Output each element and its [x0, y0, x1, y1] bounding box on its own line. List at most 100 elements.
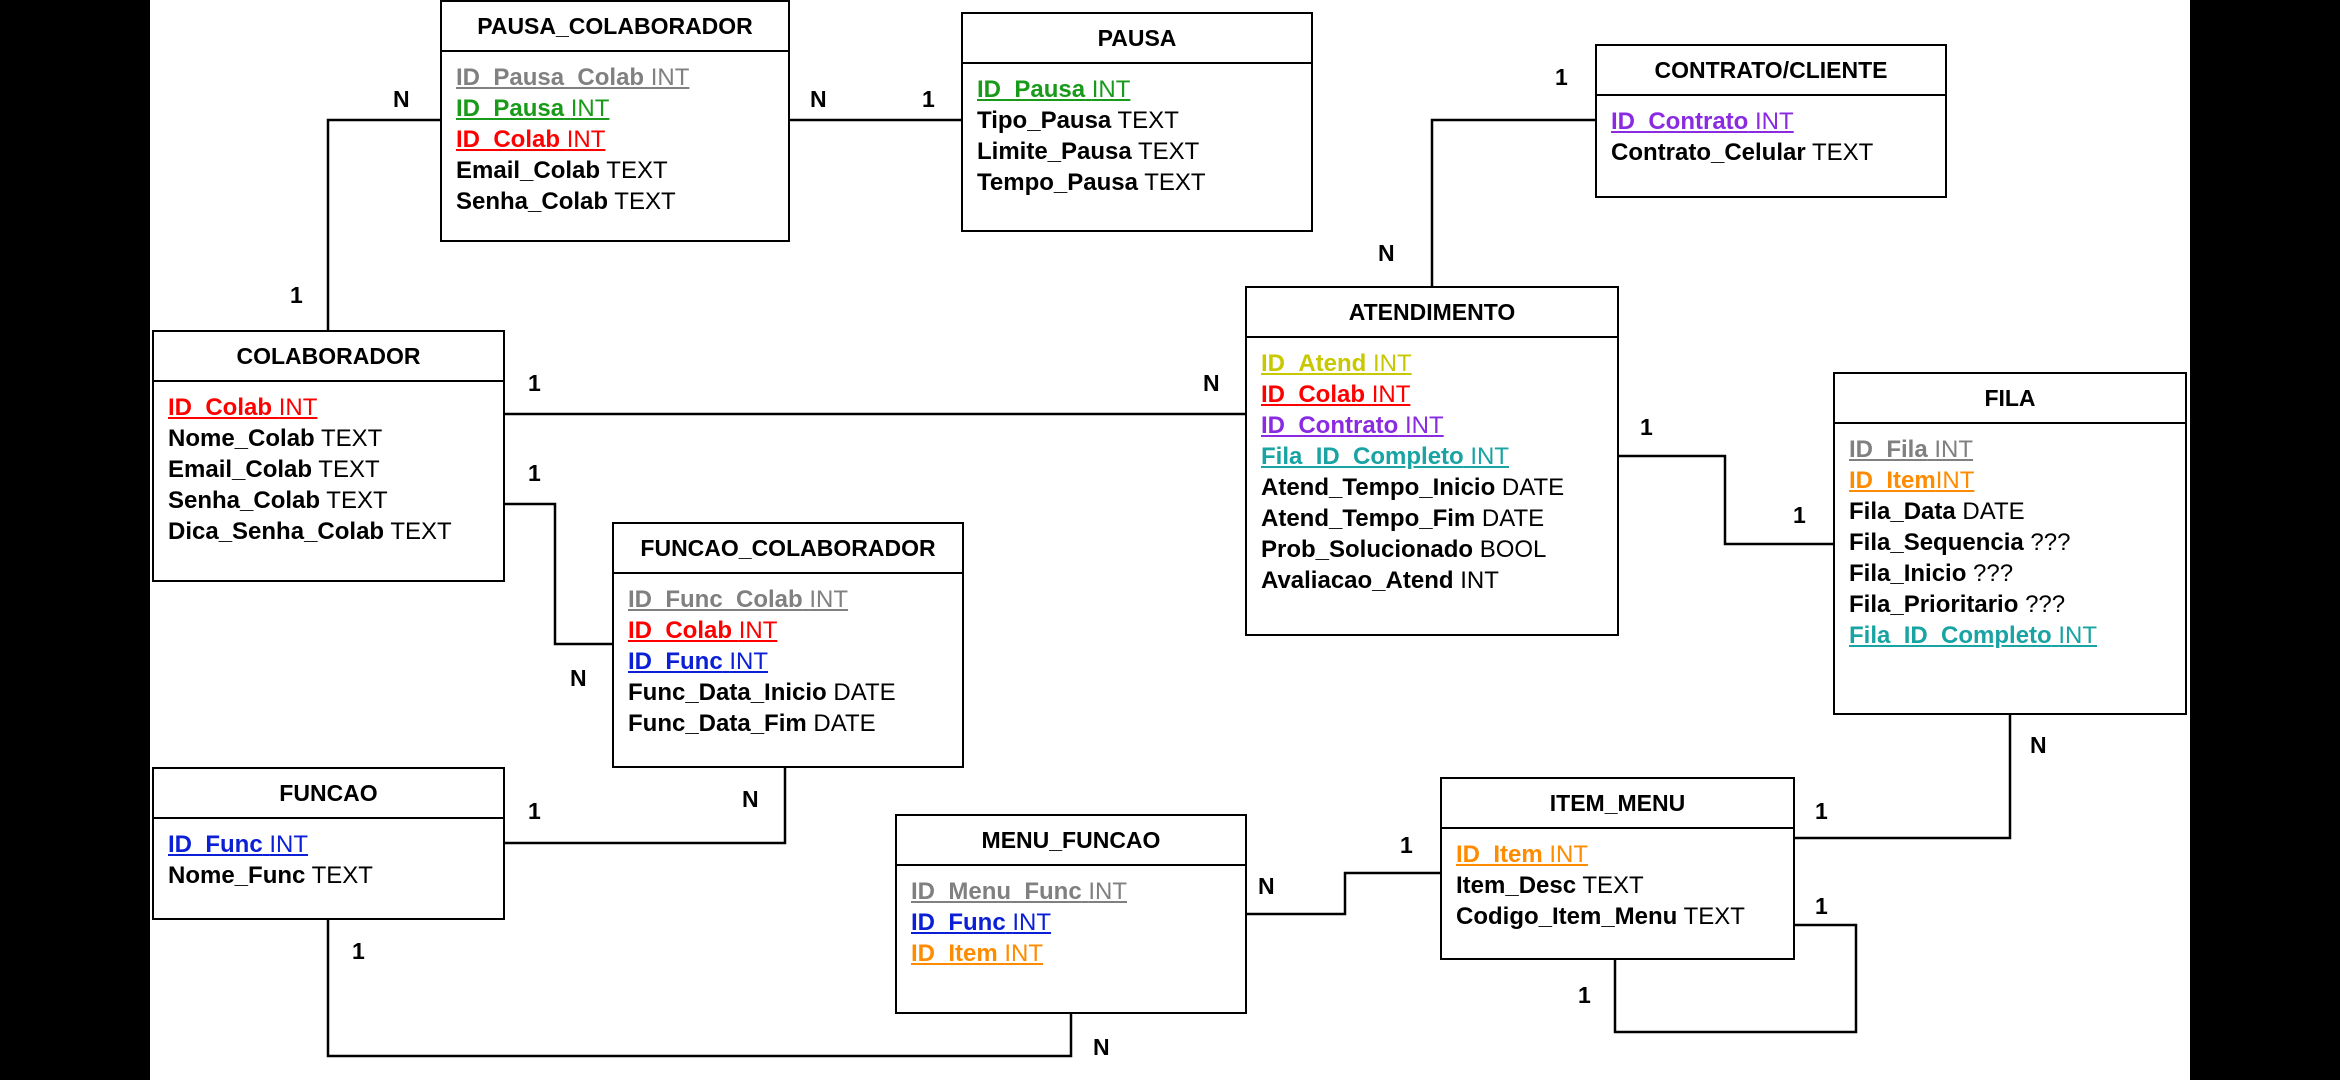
field-name: Contrato_Celular	[1611, 139, 1806, 166]
cardinality-label: N	[2030, 732, 2047, 758]
entity-field: ID_Contrato INT	[1261, 410, 1617, 441]
field-type: INT	[1755, 108, 1794, 135]
field-type: TEXT	[390, 518, 452, 545]
entity-field: ID_Contrato INT	[1611, 106, 1945, 137]
field-name: ID_Func	[911, 909, 1006, 936]
rel-line-func-menufunc	[326, 918, 1073, 1058]
entity-field: Atend_Tempo_Fim DATE	[1261, 503, 1617, 534]
field-type: INT	[729, 648, 769, 675]
entity-field: Tipo_Pausa TEXT	[977, 105, 1311, 136]
field-type: INT	[809, 586, 849, 613]
field-name: Senha_Colab	[456, 188, 609, 215]
field-type: TEXT	[606, 157, 668, 184]
rel-line-pausacolab-colab	[326, 118, 440, 330]
rel-line-fila-item	[1793, 715, 2012, 840]
entity-field: Fila_Prioritario ???	[1849, 589, 2185, 620]
entity-field: ID_Pausa INT	[456, 93, 788, 124]
entity-field: ID_Pausa INT	[977, 74, 1311, 105]
field-type: DATE	[833, 679, 896, 706]
field-type: TEXT	[1137, 138, 1200, 165]
field-name: ID_Func	[168, 831, 263, 858]
cardinality-label: 1	[1815, 798, 1828, 824]
cardinality-label: N	[810, 86, 827, 112]
field-name: ID_Func_Colab	[628, 586, 803, 613]
field-type: DATE	[1962, 498, 2025, 525]
entity-field: ID_ItemINT	[1849, 465, 2185, 496]
entity-title: FUNCAO	[154, 769, 503, 819]
entity-title: FILA	[1835, 374, 2185, 424]
field-type: INT	[269, 831, 309, 858]
entity-field: Nome_Func TEXT	[168, 860, 503, 891]
cardinality-label: 1	[1578, 982, 1591, 1008]
field-name: Atend_Tempo_Fim	[1261, 505, 1476, 532]
cardinality-label: 1	[922, 86, 935, 112]
field-type: INT	[1091, 76, 1131, 103]
field-type: INT	[566, 126, 606, 153]
field-type: TEXT	[326, 487, 388, 514]
field-name: Fila_Data	[1849, 498, 1956, 525]
field-name: Tempo_Pausa	[977, 169, 1138, 196]
entity-field: ID_Fila INT	[1849, 434, 2185, 465]
entity-field: Func_Data_Fim DATE	[628, 708, 962, 739]
cardinality-label: N	[1258, 873, 1275, 899]
entity-field: ID_Item INT	[1456, 839, 1793, 870]
rel-line-atend-contrato	[1430, 118, 1595, 286]
entity-field: Fila_ID_Completo INT	[1261, 441, 1617, 472]
relationship-lines	[326, 118, 2012, 1058]
entity-field: Atend_Tempo_Inicio DATE	[1261, 472, 1617, 503]
field-type: TEXT	[311, 862, 373, 889]
field-type: TEXT	[614, 188, 676, 215]
field-type: TEXT	[1582, 872, 1644, 899]
rel-line-item-self	[1613, 923, 1858, 1034]
cardinality-label: 1	[1555, 64, 1568, 90]
field-name: Nome_Colab	[168, 425, 315, 452]
field-name: Tipo_Pausa	[977, 107, 1112, 134]
entity-field: Prob_Solucionado BOOL	[1261, 534, 1617, 565]
entity-field: ID_Func_Colab INT	[628, 584, 962, 615]
entity-field: Limite_Pausa TEXT	[977, 136, 1311, 167]
rel-line-menufunc-item	[1245, 871, 1440, 916]
field-name: Func_Data_Fim	[628, 710, 807, 737]
field-type: ???	[1973, 560, 2014, 587]
field-type: TEXT	[1683, 903, 1745, 930]
entity-field: ID_Func INT	[911, 907, 1245, 938]
field-name: ID_Colab	[168, 394, 273, 421]
field-type: BOOL	[1479, 536, 1547, 563]
field-name: ID_Menu_Func	[911, 878, 1082, 905]
entity-field: ID_Menu_Func INT	[911, 876, 1245, 907]
field-type: INT	[1004, 940, 1044, 967]
entity-field: ID_Func INT	[628, 646, 962, 677]
entity-field: Tempo_Pausa TEXT	[977, 167, 1311, 198]
entity-field: Senha_Colab TEXT	[168, 485, 503, 516]
entity-field: ID_Colab INT	[168, 392, 503, 423]
cardinality-label: 1	[1400, 832, 1413, 858]
entity-title: CONTRATO/CLIENTE	[1597, 46, 1945, 96]
cardinality-label: 1	[528, 460, 541, 486]
field-name: Func_Data_Inicio	[628, 679, 827, 706]
entity-field: ID_Colab INT	[456, 124, 788, 155]
field-name: Fila_Prioritario	[1849, 591, 2019, 618]
entity-title: ATENDIMENTO	[1247, 288, 1617, 338]
field-name: ID_Item	[1849, 467, 1936, 494]
cardinality-label: 1	[290, 282, 303, 308]
entity-field: ID_Colab INT	[1261, 379, 1617, 410]
entity-field: Contrato_Celular TEXT	[1611, 137, 1945, 168]
field-type: INT	[1373, 350, 1412, 377]
entity-field: ID_Pausa_Colab INT	[456, 62, 788, 93]
entity-field: ID_Item INT	[911, 938, 1245, 969]
